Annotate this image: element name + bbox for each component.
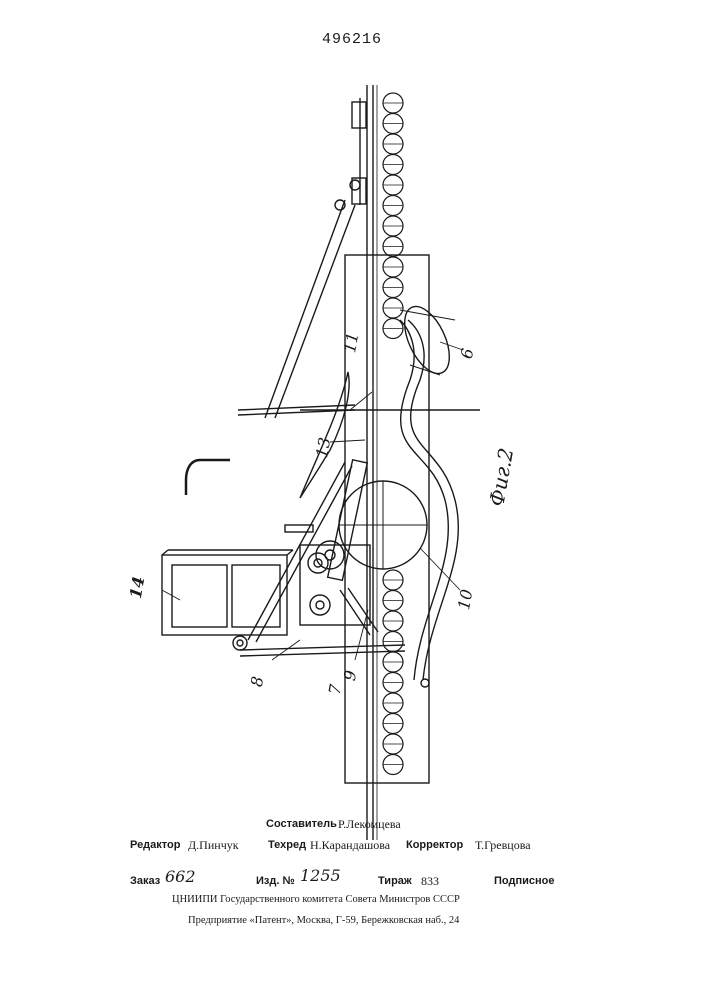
oval-roller [395,300,458,380]
corrector-label: Корректор [406,839,463,851]
izd-value: 1255 [300,866,341,885]
techred-label: Техред [268,839,306,851]
label-11: 11 [340,331,362,354]
techred-name: Н.Карандашова [310,838,390,853]
boom-a [265,200,345,418]
tirazh-label: Тираж [378,875,412,887]
tirazh-value: 833 [421,874,439,889]
izd-label: Изд. № [256,875,295,887]
label-13: 13 [312,436,334,459]
composer-label: Составитель [266,818,337,830]
hook [186,460,230,495]
belt-inner [400,320,448,680]
boom-b [275,205,355,418]
podpisnoe: Подписное [494,875,554,887]
publisher-line-2: Предприятие «Патент», Москва, Г-59, Бере… [188,915,459,926]
composer-name: Р.Лекомцева [338,817,401,832]
editor-label: Редактор [130,839,180,851]
label-14: 14 [126,575,149,600]
curved-arm [300,372,349,498]
publisher-line-1: ЦНИИПИ Государственного комитета Совета … [172,894,460,905]
belt-outer [408,320,458,680]
cabin [162,555,287,635]
corrector-name: Т.Гревцова [475,838,531,853]
roller-column [383,93,403,775]
order-value: 662 [165,867,196,886]
label-10: 10 [454,588,476,611]
editor-name: Д.Пинчук [188,838,239,853]
order-label: Заказ [130,875,160,887]
